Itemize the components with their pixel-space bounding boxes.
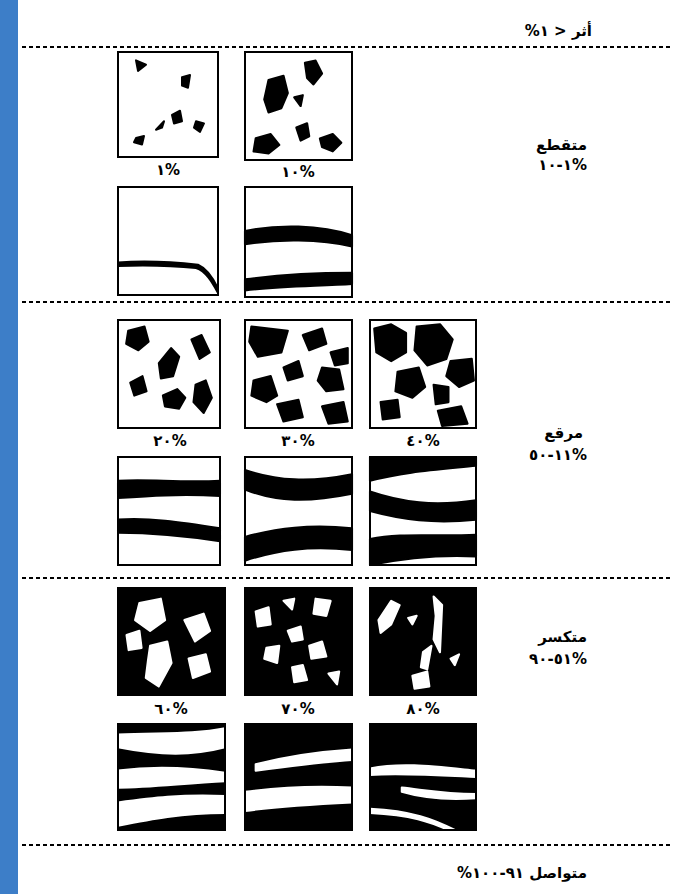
pattern-box [118, 724, 225, 830]
side-bar [0, 0, 18, 894]
percent-label: ١٠% [281, 163, 314, 181]
category-name: متقطع [536, 136, 587, 154]
percent-label: ٣٠% [281, 432, 314, 450]
continuous-heading: متواصل ٩١-١٠٠% [457, 864, 587, 882]
percent-label: ٧٠% [281, 700, 314, 718]
pattern-box [245, 320, 352, 428]
category-range: ١١-٥٠% [529, 446, 587, 464]
pattern-box [370, 588, 476, 695]
percent-label: ١% [156, 161, 180, 179]
trace-heading: أثر < ١% [525, 22, 592, 40]
pattern-box [370, 724, 476, 830]
pattern-box [370, 320, 476, 428]
pattern-box [118, 187, 218, 295]
pattern-box [118, 52, 218, 157]
section-dividers [22, 47, 673, 845]
percent-label: ٨٠% [406, 700, 439, 718]
pattern-box [245, 187, 352, 297]
pattern-box [245, 457, 352, 565]
pattern-box [245, 724, 352, 830]
pattern-box [118, 457, 220, 565]
pattern-box [370, 457, 476, 565]
category-range: ٥١-٩٠% [529, 650, 587, 668]
percent-label: ٤٠% [406, 432, 439, 450]
percent-label: ٢٠% [153, 432, 186, 450]
category-range: ١-١٠% [538, 156, 587, 174]
category-name: مرقع [544, 424, 583, 442]
pattern-box [245, 588, 352, 695]
percent-label: ٦٠% [154, 700, 187, 718]
pattern-box [245, 52, 352, 160]
category-name: متكسر [538, 628, 587, 646]
pattern-box [118, 588, 225, 695]
pattern-box [118, 320, 220, 428]
